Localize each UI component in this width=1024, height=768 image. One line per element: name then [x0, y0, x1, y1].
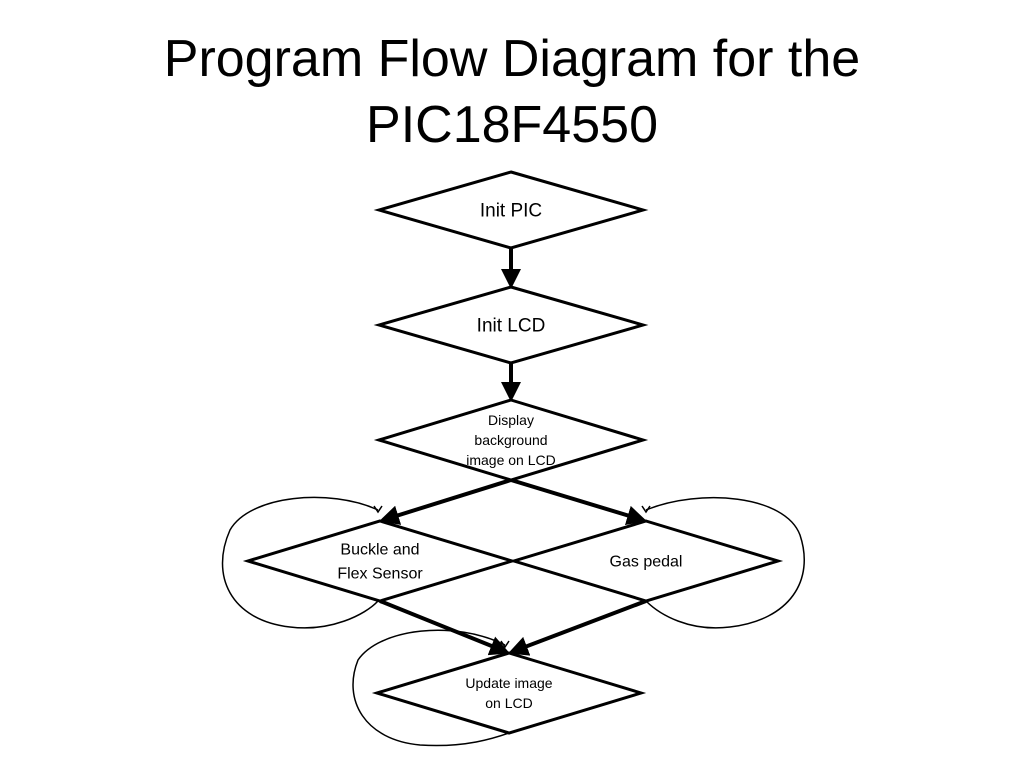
- node-shape-buckle-flex: [242, 519, 518, 603]
- node-display-background: Display background image on LCD: [373, 398, 649, 482]
- node-label-buckle-flex: Flex Sensor: [337, 566, 423, 583]
- title-line-2: PIC18F4550: [366, 96, 658, 154]
- node-update-image: Update image on LCD: [371, 651, 647, 735]
- node-label-gas-pedal: Gas pedal: [610, 554, 683, 571]
- self-loop-arrow-update-image: [500, 640, 510, 649]
- node-shape-update-image: [371, 651, 647, 735]
- edge-display-background-to-gas-pedal: [510, 478, 647, 526]
- self-loop-buckle-flex: [221, 496, 379, 629]
- node-init-lcd: Init LCD: [373, 285, 649, 365]
- node-label-display-background: image on LCD: [466, 452, 556, 468]
- node-label-init-lcd: Init LCD: [477, 316, 546, 337]
- node-label-init-pic: Init PIC: [480, 201, 542, 222]
- self-loop-arrow-buckle-flex: [373, 505, 383, 514]
- edge-display-background-to-buckle-flex: [379, 478, 512, 525]
- node-shape-init-pic: [373, 170, 649, 250]
- node-shape-display-background: [373, 398, 649, 482]
- node-gas-pedal: Gas pedal: [508, 519, 784, 603]
- node-label-update-image: on LCD: [485, 695, 532, 711]
- node-label-buckle-flex: Buckle and: [340, 542, 419, 559]
- title-line-1: Program Flow Diagram for the: [163, 30, 861, 88]
- node-shape-init-lcd: [373, 285, 649, 365]
- node-label-update-image: Update image: [465, 675, 552, 691]
- node-shape-gas-pedal: [508, 519, 784, 603]
- node-label-display-background: background: [474, 432, 547, 448]
- edge-gas-pedal-to-update-image: [508, 599, 647, 656]
- self-loop-arrow-gas-pedal: [641, 505, 651, 514]
- edge-buckle-flex-to-update-image: [379, 599, 510, 656]
- self-loop-gas-pedal: [645, 496, 805, 629]
- self-loop-update-image: [352, 629, 510, 747]
- node-label-display-background: Display: [488, 412, 534, 428]
- node-init-pic: Init PIC: [373, 170, 649, 250]
- slide-title: Program Flow Diagram for the PIC18F4550: [0, 26, 1024, 158]
